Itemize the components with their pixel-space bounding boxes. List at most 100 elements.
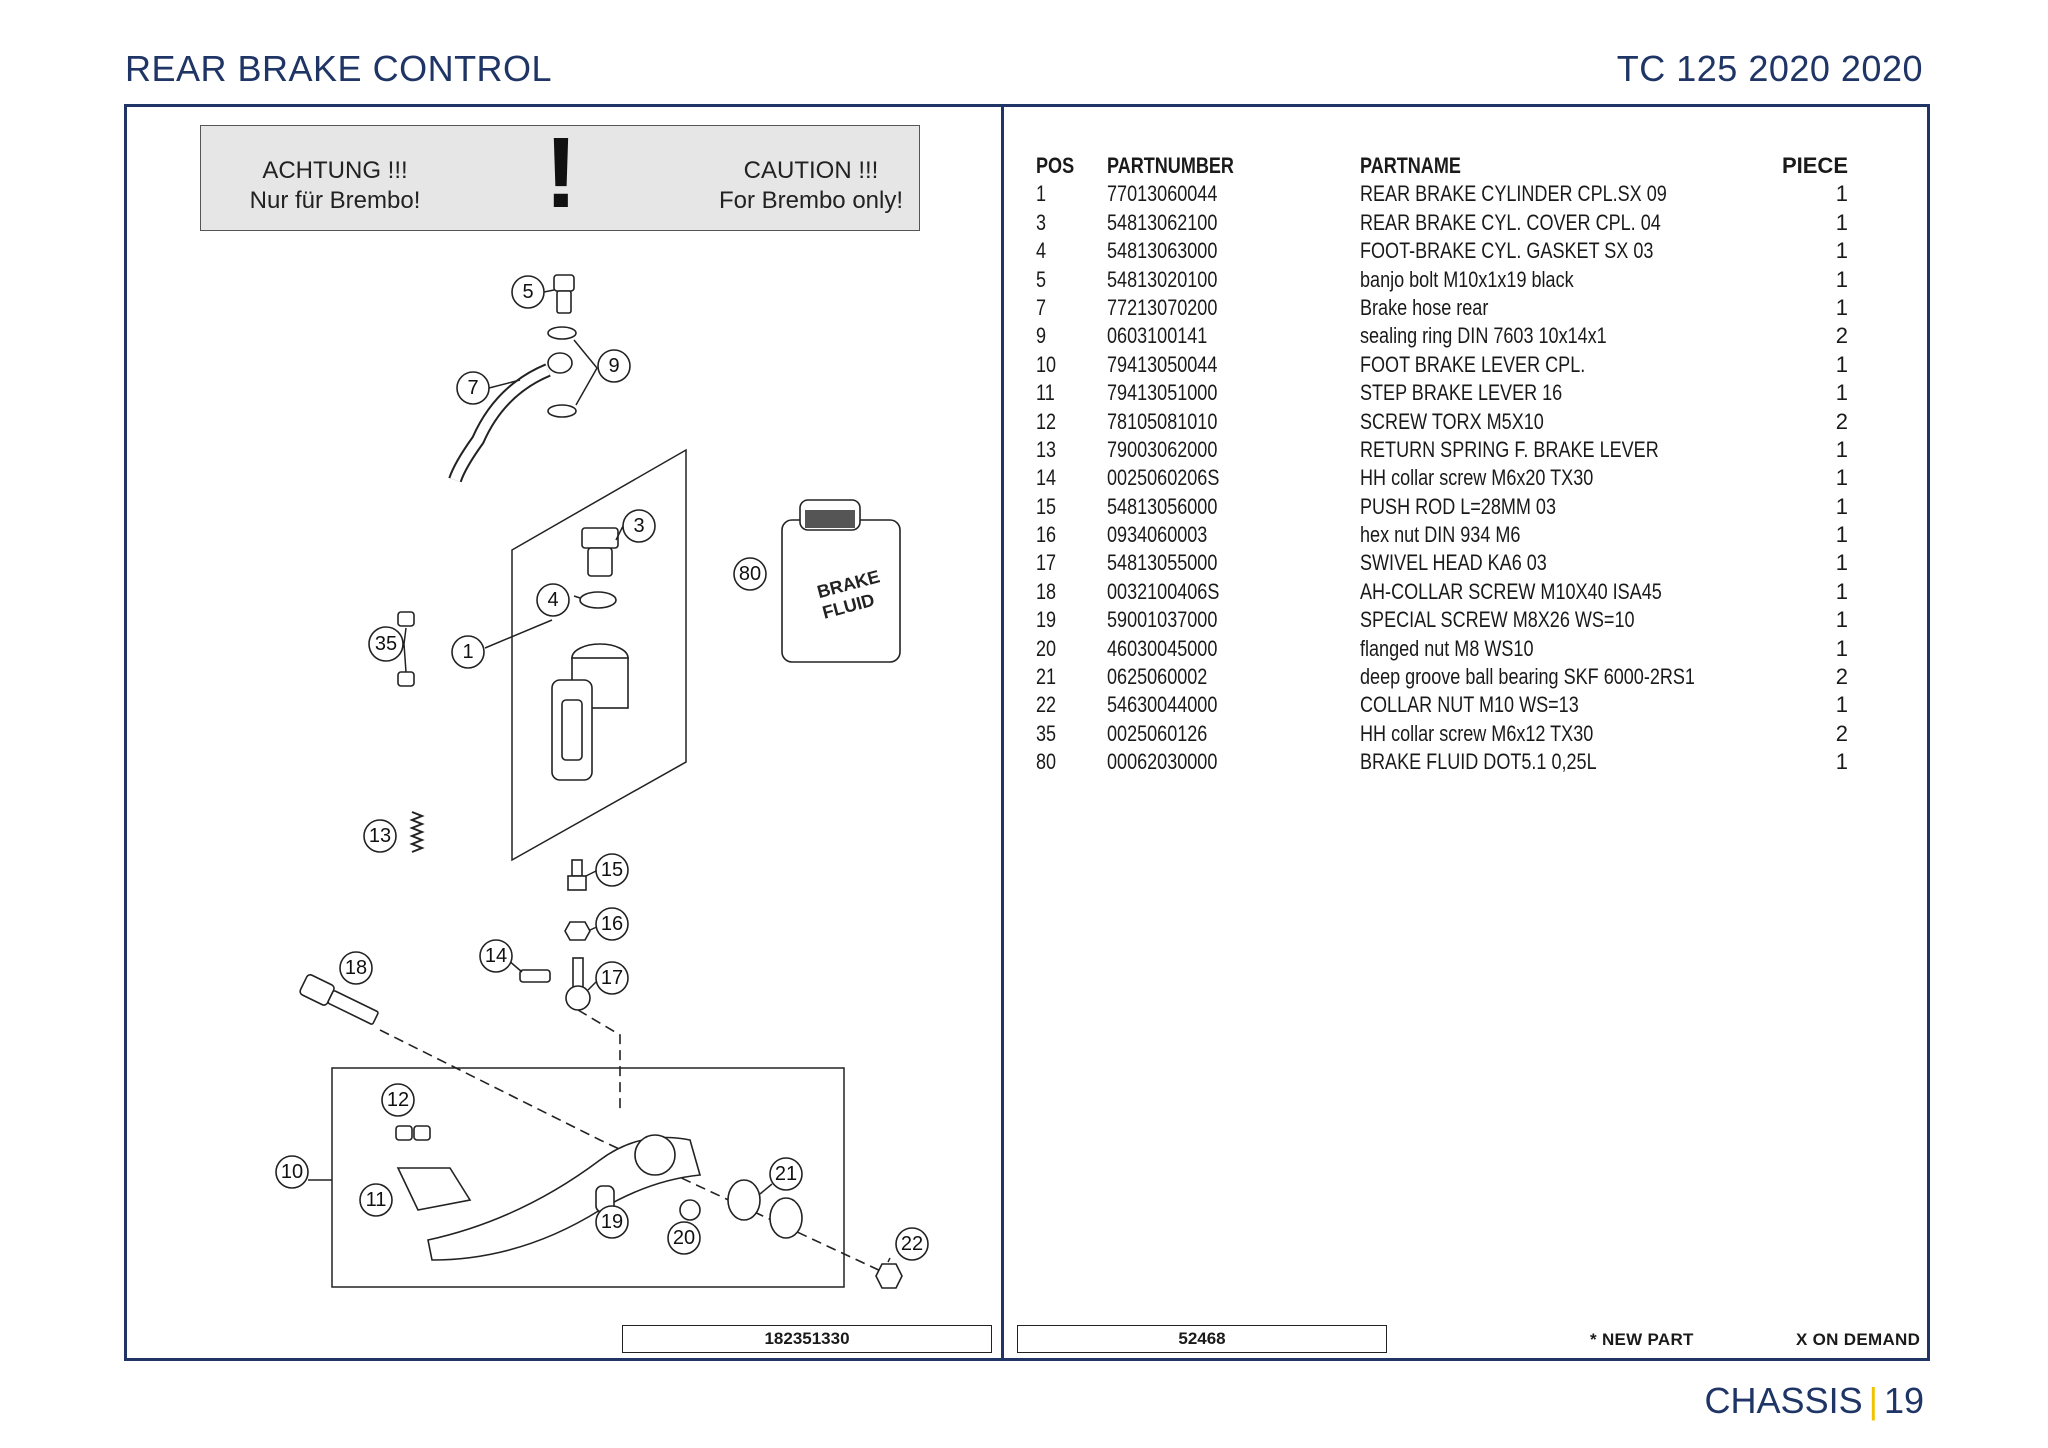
row-partnumber: 0603100141 bbox=[1107, 323, 1208, 349]
row-pos: 7 bbox=[1036, 294, 1047, 320]
row-piece: 1 bbox=[1835, 294, 1848, 320]
torx-screw-part bbox=[413, 1125, 431, 1141]
row-pos: 14 bbox=[1036, 465, 1057, 491]
ball-bearing-part bbox=[769, 1197, 803, 1239]
warning-english: CAUTION !!! For Brembo only! bbox=[681, 156, 941, 216]
section-name: CHASSIS bbox=[1704, 1380, 1863, 1421]
push-rod-part bbox=[567, 859, 587, 891]
row-partname: REAR BRAKE CYL. COVER CPL. 04 bbox=[1360, 209, 1661, 235]
ball-bearing-part bbox=[727, 1179, 761, 1221]
row-partnumber: 46030045000 bbox=[1107, 635, 1218, 661]
row-partname: deep groove ball bearing SKF 6000-2RS1 bbox=[1360, 664, 1695, 690]
row-piece: 1 bbox=[1835, 436, 1848, 462]
row-piece: 1 bbox=[1835, 692, 1848, 718]
row-piece: 1 bbox=[1835, 522, 1848, 548]
row-partname: BRAKE FLUID DOT5.1 0,25L bbox=[1360, 749, 1597, 775]
row-partnumber: 0934060003 bbox=[1107, 522, 1208, 548]
row-piece: 1 bbox=[1835, 550, 1848, 576]
row-partnumber: 54813063000 bbox=[1107, 238, 1218, 264]
svg-text:13: 13 bbox=[369, 825, 391, 847]
row-pos: 9 bbox=[1036, 323, 1047, 349]
legend-new-part: * NEW PART bbox=[1590, 1330, 1694, 1349]
svg-text:22: 22 bbox=[901, 1233, 923, 1255]
row-partname: STEP BRAKE LEVER 16 bbox=[1360, 380, 1563, 406]
row-partname: hex nut DIN 934 M6 bbox=[1360, 522, 1521, 548]
row-partname: HH collar screw M6x20 TX30 bbox=[1360, 465, 1594, 491]
row-partname: Brake hose rear bbox=[1360, 294, 1489, 320]
footer: CHASSIS|19 bbox=[1705, 1380, 1924, 1422]
lever-pivot-part bbox=[634, 1134, 676, 1176]
warning-german-line1: ACHTUNG !!! bbox=[262, 157, 408, 184]
row-partnumber: 0032100406S bbox=[1107, 578, 1220, 604]
row-piece: 1 bbox=[1835, 578, 1848, 604]
row-partname: SWIVEL HEAD KA6 03 bbox=[1360, 550, 1547, 576]
row-partname: RETURN SPRING F. BRAKE LEVER bbox=[1360, 436, 1659, 462]
svg-text:16: 16 bbox=[601, 913, 623, 935]
svg-text:35: 35 bbox=[375, 633, 397, 655]
exclamation-icon: ! bbox=[544, 117, 578, 229]
row-partname: HH collar screw M6x12 TX30 bbox=[1360, 720, 1594, 746]
svg-text:80: 80 bbox=[739, 563, 761, 585]
row-partnumber: 77013060044 bbox=[1107, 181, 1218, 207]
hose-eye-part bbox=[547, 352, 573, 374]
table-header-row: POS PARTNUMBER PARTNAME PIECE bbox=[1030, 152, 1910, 180]
row-pos: 5 bbox=[1036, 266, 1047, 292]
exploded-parts-diagram: BRAKE FLUID bbox=[275, 274, 929, 1289]
cylinder-cover-part bbox=[581, 527, 619, 577]
row-piece: 2 bbox=[1835, 323, 1848, 349]
row-partname: FOOT BRAKE LEVER CPL. bbox=[1360, 351, 1586, 377]
svg-text:18: 18 bbox=[345, 957, 367, 979]
callout-7: 7 bbox=[456, 371, 490, 405]
sealing-ring-part bbox=[547, 326, 577, 340]
callout-16: 16 bbox=[595, 907, 629, 941]
banjo-bolt-part bbox=[553, 274, 575, 314]
callout-13: 13 bbox=[363, 819, 397, 853]
collar-screw-long-part bbox=[299, 974, 379, 1025]
row-partnumber: 54630044000 bbox=[1107, 692, 1218, 718]
svg-text:3: 3 bbox=[633, 515, 644, 537]
callout-1: 1 bbox=[451, 635, 485, 669]
row-piece: 2 bbox=[1835, 408, 1848, 434]
row-pos: 10 bbox=[1036, 351, 1057, 377]
svg-text:5: 5 bbox=[522, 281, 533, 303]
svg-text:21: 21 bbox=[775, 1163, 797, 1185]
row-partname: FOOT-BRAKE CYL. GASKET SX 03 bbox=[1360, 238, 1654, 264]
row-pos: 20 bbox=[1036, 635, 1057, 661]
svg-text:1: 1 bbox=[462, 641, 473, 663]
row-pos: 15 bbox=[1036, 493, 1057, 519]
header-partname: PARTNAME bbox=[1360, 153, 1461, 178]
brake-fluid-bottle: BRAKE FLUID bbox=[781, 499, 901, 663]
row-pos: 19 bbox=[1036, 607, 1057, 633]
row-pos: 1 bbox=[1036, 181, 1047, 207]
callout-11: 11 bbox=[359, 1183, 393, 1217]
content-frame bbox=[124, 104, 1930, 1361]
flanged-nut-part bbox=[679, 1199, 701, 1221]
row-piece: 1 bbox=[1835, 351, 1848, 377]
row-pos: 22 bbox=[1036, 692, 1057, 718]
callout-12: 12 bbox=[381, 1083, 415, 1117]
row-partname: COLLAR NUT M10 WS=13 bbox=[1360, 692, 1579, 718]
svg-text:12: 12 bbox=[387, 1089, 409, 1111]
header-piece: PIECE bbox=[1781, 153, 1848, 178]
row-partnumber: 00062030000 bbox=[1107, 749, 1218, 775]
list-number: 52468 bbox=[1017, 1325, 1387, 1353]
row-partname: AH-COLLAR SCREW M10X40 ISA45 bbox=[1360, 578, 1662, 604]
row-partnumber: 79413050044 bbox=[1107, 351, 1218, 377]
parts-table: POS PARTNUMBER PARTNAME PIECE 1 770130600… bbox=[1030, 152, 1910, 777]
row-partnumber: 54813056000 bbox=[1107, 493, 1218, 519]
svg-text:9: 9 bbox=[608, 355, 619, 377]
svg-text:20: 20 bbox=[673, 1227, 695, 1249]
svg-text:14: 14 bbox=[485, 945, 507, 967]
callout-21: 21 bbox=[769, 1157, 803, 1191]
